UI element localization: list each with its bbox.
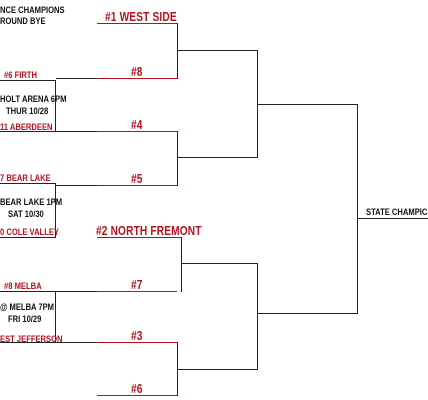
play-in-3-venue: @ MELBA 7PM (0, 302, 54, 313)
r1-bracket-4-out (177, 369, 257, 370)
r2-bracket-top-out (257, 104, 357, 105)
slot-6-underline (97, 291, 177, 292)
r1-bracket-2-vertical (177, 131, 178, 186)
r1-bracket-1-out (177, 50, 257, 51)
r2-bracket-bottom-vertical (257, 263, 258, 370)
bracket-header-line2: ROUND BYE (0, 16, 46, 27)
play-in-3-bottom-seed: EST JEFFERSON (0, 334, 63, 345)
connector-play-in-1 (56, 78, 97, 79)
final-line (357, 218, 428, 219)
play-in-3-top-seed: #8 MELBA (4, 281, 42, 292)
slot-5-label: #2 NORTH FREMONT (96, 223, 202, 238)
play-in-2-date: SAT 10/30 (8, 209, 44, 220)
connector-play-in-2 (56, 185, 97, 186)
slot-1-underline (97, 23, 177, 24)
bracket-header-line1: NCE CHAMPIONS (0, 5, 65, 16)
connector-play-in-3b (56, 342, 97, 343)
slot-1-label: #1 WEST SIDE (105, 9, 177, 24)
play-in-1-date: THUR 10/28 (6, 106, 49, 117)
slot-5-underline (97, 237, 181, 238)
play-in-2-top-seed: 7 BEAR LAKE (0, 173, 51, 184)
play-in-2-venue: BEAR LAKE 1PM (0, 197, 63, 208)
r1-bracket-3-out (181, 263, 257, 264)
slot-3-underline (97, 131, 177, 132)
play-in-3-date: FRI 10/29 (8, 314, 42, 325)
connector-play-in-1b (56, 131, 97, 132)
final-label: STATE CHAMPIC (366, 207, 428, 218)
r1-bracket-2-out (177, 157, 257, 158)
r2-bracket-bottom-out (257, 313, 357, 314)
slot-7-underline (97, 342, 177, 343)
connector-play-in-3 (56, 291, 97, 292)
slot-8-label: #6 (131, 381, 143, 396)
r1-bracket-1-vertical (177, 23, 178, 79)
slot-3-label: #4 (131, 117, 143, 132)
play-in-1-top-seed: #6 FIRTH (4, 70, 37, 81)
slot-2-label: #8 (131, 64, 143, 79)
slot-4-label: #5 (131, 171, 143, 186)
play-in-1-venue: HOLT ARENA 6PM (0, 94, 67, 105)
semifinal-vertical (357, 104, 358, 314)
slot-7-label: #3 (131, 328, 143, 343)
play-in-1-bottom-seed: 11 ABERDEEN (0, 122, 53, 133)
play-in-3-box (0, 291, 56, 343)
play-in-1-box (0, 80, 56, 132)
slot-6-label: #7 (131, 277, 143, 292)
play-in-2-box (0, 183, 56, 238)
slot-4-underline (97, 185, 177, 186)
slot-2-underline (97, 78, 177, 79)
play-in-2-bottom-seed: 0 COLE VALLEY (0, 227, 59, 238)
slot-8-underline (97, 395, 177, 396)
r1-bracket-3-vertical (181, 237, 182, 292)
